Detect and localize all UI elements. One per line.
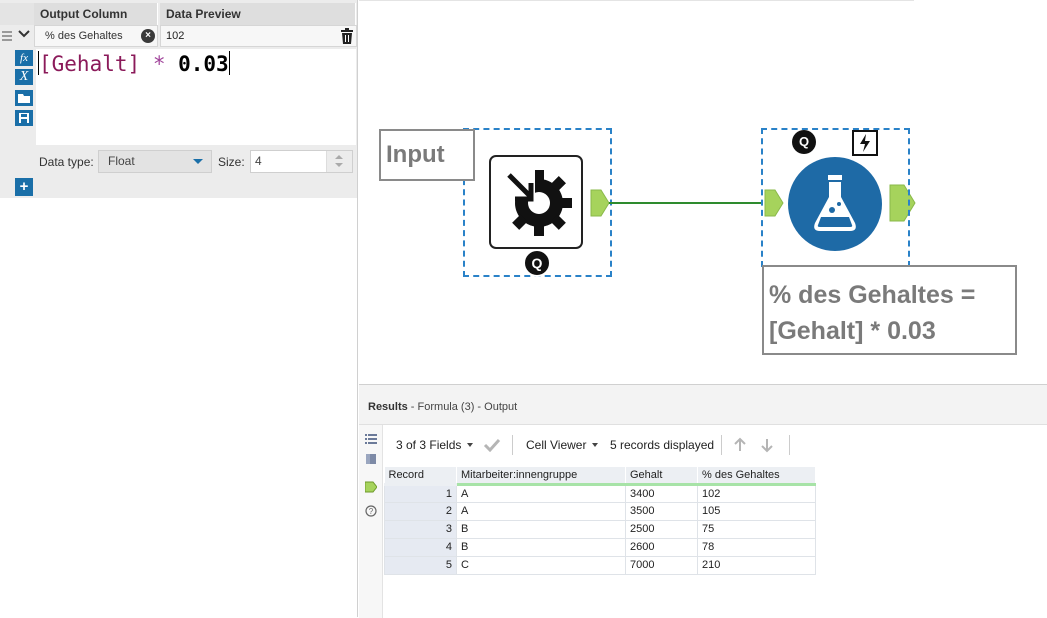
output-column-name: % des Gehaltes [45,30,123,42]
fields-selector[interactable]: 3 of 3 Fields [396,438,474,452]
table-cell[interactable]: A [456,501,626,521]
save-icon[interactable] [15,110,33,126]
data-preview-header: Data Preview [160,3,356,25]
record-number: 5 [384,555,457,575]
formula-input-anchor[interactable] [764,189,784,217]
checkmark-icon[interactable] [483,438,501,452]
results-title-bold: Results [368,401,408,413]
flask-icon[interactable] [788,157,882,251]
input-quick-badge: Q [523,249,551,277]
table-cell[interactable]: 210 [697,555,816,575]
table-cell[interactable]: 78 [697,537,816,557]
formula-annotation-line1: % des Gehaltes = [769,281,976,309]
formula-tool-annotation: % des Gehaltes = [Gehalt] * 0.03 [762,265,1017,355]
canvas-divider [359,0,914,1]
table-row[interactable]: 2 A 3500 105 [384,501,816,521]
input-gear-icon[interactable] [489,155,583,249]
help-icon[interactable]: ? [365,505,377,517]
add-formula-button[interactable]: + [15,178,33,196]
trash-icon[interactable] [340,28,354,44]
results-title-source: - Formula (3) - Output [407,401,518,413]
input-tool-annotation: Input [379,129,475,181]
results-header: Results - Formula (3) - Output [359,385,1047,425]
size-spinner[interactable] [326,151,352,172]
table-cell[interactable]: 7000 [625,555,698,575]
size-input[interactable]: 4 [250,150,353,173]
column-header-percent[interactable]: % des Gehaltes [697,467,816,486]
table-cell[interactable]: B [456,537,626,557]
table-cell[interactable]: 75 [697,519,816,539]
expression-text: [Gehalt] * 0.03 [38,51,230,76]
output-anchor-icon[interactable] [365,481,377,493]
toolbar-separator [512,435,513,455]
data-type-label: Data type: [39,155,94,169]
expression-editor[interactable]: [Gehalt] * 0.03 [36,49,356,145]
svg-text:?: ? [369,507,374,516]
clear-icon[interactable]: × [141,29,155,43]
results-toolbar: 3 of 3 Fields Cell Viewer 5 records disp… [385,429,1045,461]
workflow-canvas[interactable]: Input Q [359,0,1047,383]
formula-annotation-line2: [Gehalt] * 0.03 [769,317,936,345]
header-grip [0,3,34,25]
grid-header-row: Record Mitarbeiter:innengruppe Gehalt % … [384,467,816,486]
results-panel: Results - Formula (3) - Output ? 3 of 3 … [359,384,1047,618]
list-icon[interactable] [365,433,377,445]
table-row[interactable]: 4 B 2600 78 [384,537,816,557]
toolbar-separator [789,435,790,455]
expression-operator-token: * [152,52,166,76]
table-cell[interactable]: 3400 [625,483,698,503]
results-sidebar: ? [359,425,383,618]
table-row[interactable]: 3 B 2500 75 [384,519,816,539]
folder-icon[interactable] [15,90,33,106]
table-cell[interactable]: A [456,483,626,503]
arrow-down-icon[interactable] [759,437,775,453]
size-value: 4 [255,154,262,168]
record-number: 4 [384,537,457,557]
output-column-header: Output Column [34,3,158,25]
cell-viewer-selector[interactable]: Cell Viewer [526,438,599,452]
data-type-select[interactable]: Float [98,150,212,173]
formula-config-panel: Output Column Data Preview % des Gehalte… [0,0,358,617]
toolbar-separator [721,435,722,455]
expression-number-token: 0.03 [178,52,229,76]
data-preview-field: 102 [160,25,357,47]
expression-field-token: [Gehalt] [39,52,141,76]
cell-viewer-label: Cell Viewer [526,438,587,452]
table-cell[interactable]: B [456,519,626,539]
size-label: Size: [218,155,245,169]
column-header-group[interactable]: Mitarbeiter:innengruppe [456,467,626,486]
results-grid: Record Mitarbeiter:innengruppe Gehalt % … [384,467,816,575]
data-type-value: Float [108,154,135,168]
arrow-up-icon[interactable] [732,437,748,453]
table-cell[interactable]: 102 [697,483,816,503]
table-row[interactable]: 1 A 3400 102 [384,483,816,503]
table-cell[interactable]: C [456,555,626,575]
column-header-record[interactable]: Record [384,467,457,486]
table-row[interactable]: 5 C 7000 210 [384,555,816,575]
row-drag-handle[interactable] [0,25,14,47]
record-number: 1 [384,483,457,503]
input-data-icon[interactable] [365,453,377,465]
column-header-gehalt[interactable]: Gehalt [625,467,698,486]
table-cell[interactable]: 2600 [625,537,698,557]
data-preview-value: 102 [166,30,185,42]
fx-icon[interactable]: fx [15,50,33,66]
variable-x-icon[interactable]: X [15,69,33,85]
lightning-icon [852,130,878,156]
output-column-field[interactable]: % des Gehaltes × [34,25,158,47]
chevron-down-icon[interactable] [16,26,32,46]
table-cell[interactable]: 3500 [625,501,698,521]
record-number: 2 [384,501,457,521]
formula-quick-badge: Q [792,130,816,154]
input-badge-text: Q [531,255,543,271]
input-output-anchor[interactable] [590,189,610,217]
fields-label: 3 of 3 Fields [396,438,462,452]
results-title: Results - Formula (3) - Output [368,401,517,413]
table-cell[interactable]: 105 [697,501,816,521]
table-cell[interactable]: 2500 [625,519,698,539]
records-count: 5 records displayed [610,438,715,452]
dropdown-arrow-icon [193,159,203,164]
record-number: 3 [384,519,457,539]
